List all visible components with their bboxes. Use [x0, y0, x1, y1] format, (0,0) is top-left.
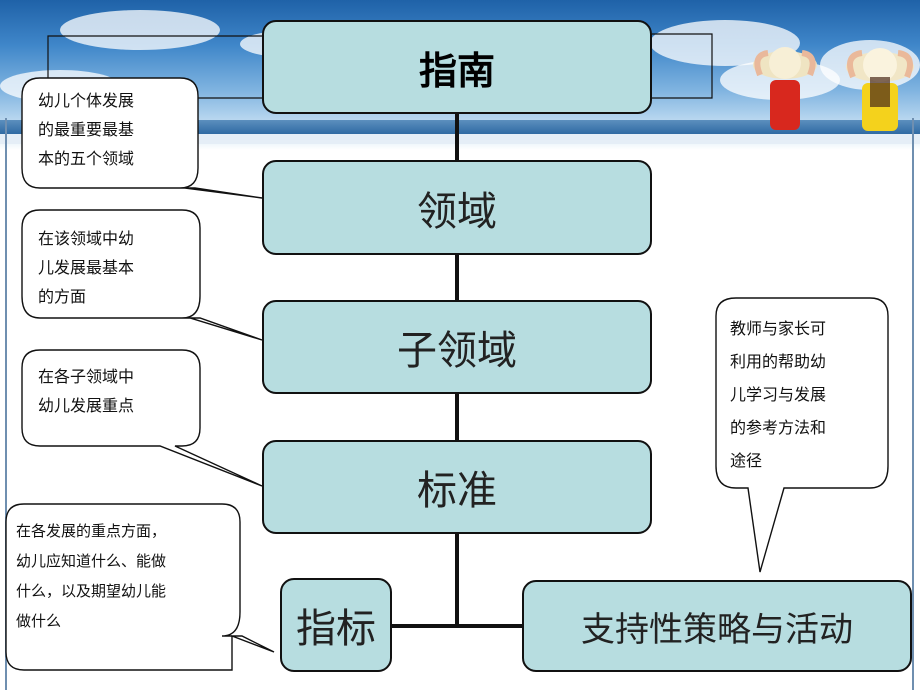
frame-line-left [5, 118, 7, 690]
strategy-node: 支持性策略与活动 [522, 580, 912, 672]
guide-node: 指南 [262, 20, 652, 114]
banner-band-light [0, 134, 920, 144]
subdomain-callout-text: 在各子领域中 幼儿发展重点 [38, 367, 135, 415]
standard-node: 标准 [262, 440, 652, 534]
callout-bubble-strategy [715, 297, 889, 573]
banner-band [0, 120, 920, 134]
callout-bubble-subdomain [21, 349, 263, 487]
guide-callout-text: 幼儿个体发展 的最重要最基 本的五个领域 [38, 91, 135, 168]
callout-bubble-domain [21, 209, 263, 341]
subdomain-node: 子领域 [262, 300, 652, 394]
standard-callout-text: 在各发展的重点方面， 幼儿应知道什么、能做 什么，以及期望幼儿能 做什么 [16, 522, 167, 630]
frame-line-right [912, 118, 914, 690]
domain-node: 领域 [262, 160, 652, 255]
strategy-callout-text: 教师与家长可 利用的帮助幼 儿学习与发展 的参考方法和 途径 [730, 319, 827, 470]
domain-callout-text: 在该领域中幼 儿发展最基本 的方面 [38, 229, 135, 306]
callout-bubble-standard [5, 503, 275, 671]
indicator-node: 指标 [280, 578, 392, 672]
cloud [60, 10, 220, 50]
girls-with-hats-image [753, 47, 914, 131]
callout-bubble-guide [21, 77, 263, 199]
